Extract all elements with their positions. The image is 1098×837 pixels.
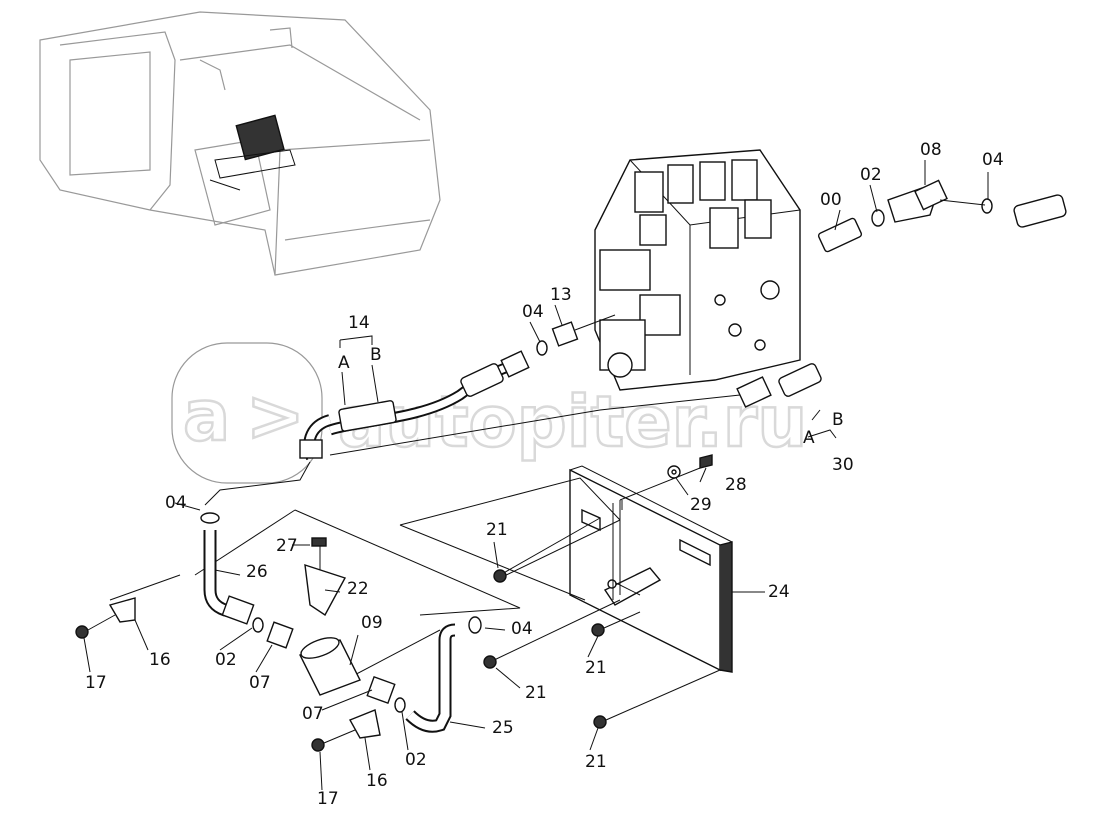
part-label-l04c: 04 (165, 493, 187, 513)
part-label-lA1: A (338, 353, 350, 373)
control-valve-block (594, 149, 801, 391)
part-label-l02a: 02 (860, 165, 882, 185)
excavator-outline (39, 11, 441, 276)
part-label-l21b: 21 (585, 658, 607, 678)
part-label-lB2: B (832, 410, 844, 430)
part-label-l22: 22 (347, 579, 369, 599)
watermark: a > autopiter.ru (171, 342, 808, 484)
part-label-l07a: 07 (249, 673, 271, 693)
part-label-l25: 25 (492, 718, 514, 738)
watermark-arrow-glyph: > (246, 375, 305, 457)
part-label-l21a: 21 (486, 520, 508, 540)
part-label-l08: 08 (920, 140, 942, 160)
part-label-l14: 14 (348, 313, 370, 333)
part-label-l28: 28 (725, 475, 747, 495)
excavator-valve-detail (209, 114, 296, 191)
leader-lines (109, 477, 621, 681)
part-label-l17a: 17 (85, 673, 107, 693)
part-label-l07b: 07 (302, 704, 324, 724)
part-label-l09: 09 (361, 613, 383, 633)
part-label-l17b: 17 (317, 789, 339, 809)
part-label-l04b: 04 (522, 302, 544, 322)
part-label-l04a: 04 (982, 150, 1004, 170)
part-label-l27: 27 (276, 536, 298, 556)
part-label-lA2: A (803, 428, 815, 448)
watermark-text: autopiter.ru (338, 381, 807, 463)
part-label-l21c: 21 (525, 683, 547, 703)
part-label-l26: 26 (246, 562, 268, 582)
watermark-logo-glyph: a (183, 375, 230, 457)
part-label-l00: 00 (820, 190, 842, 210)
part-label-l29: 29 (690, 495, 712, 515)
label-leaders (83, 160, 989, 791)
part-label-l04d: 04 (511, 619, 533, 639)
part-label-l16b: 16 (366, 771, 388, 791)
part-label-l02b: 02 (215, 650, 237, 670)
part-label-l16a: 16 (149, 650, 171, 670)
bolts-washers (483, 454, 721, 729)
upper-hose-assembly (329, 179, 1067, 456)
middle-hose-assembly (204, 314, 616, 506)
part-label-l21d: 21 (585, 752, 607, 772)
part-label-l24: 24 (768, 582, 790, 602)
part-label-l13: 13 (550, 285, 572, 305)
part-label-l02c: 02 (405, 750, 427, 770)
part-label-lB1: B (370, 345, 382, 365)
lower-pipe-assembly (75, 512, 482, 752)
part-label-l30: 30 (832, 455, 854, 475)
mounting-plate (569, 465, 733, 673)
